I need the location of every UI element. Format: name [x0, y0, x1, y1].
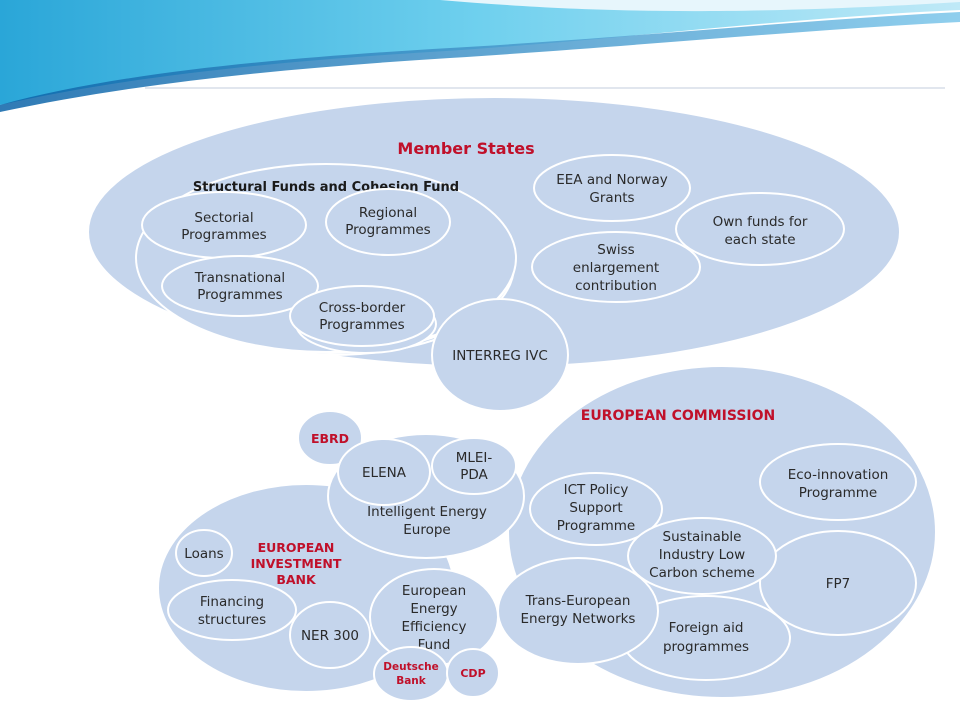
ebrd-label: EBRD: [311, 431, 349, 446]
mlei-pda-label: MLEI-PDA: [456, 450, 493, 483]
sustainable-industry-bubble: [627, 517, 777, 595]
ebrd-bubble: [297, 410, 363, 466]
header-wave: [0, 0, 960, 112]
swiss-bubble: [531, 231, 701, 303]
ner300-bubble: [289, 601, 371, 669]
commission-title: EUROPEAN COMMISSION: [581, 408, 775, 424]
loans-bubble: [175, 529, 233, 577]
fp7-label: FP7: [826, 576, 851, 592]
eea-norway-bubble: [533, 154, 691, 222]
fp7-bubble: [759, 530, 917, 636]
mlei-pda-bubble: [431, 437, 517, 495]
loans-label: Loans: [184, 546, 223, 562]
regional-bubble: [325, 188, 451, 256]
member-states-title: Member States: [397, 139, 534, 158]
own-funds-bubble: [675, 192, 845, 266]
interreg-bubble: [431, 298, 569, 412]
ict-bubble: [529, 472, 663, 546]
deutsche-bank-bubble: [373, 646, 449, 702]
cdp-bubble: [446, 648, 500, 698]
financing-bubble: [167, 579, 297, 641]
cross-border-bubble: [289, 285, 435, 347]
elena-label: ELENA: [362, 465, 407, 481]
ner300-label: NER 300: [301, 628, 359, 644]
elena-bubble: [337, 438, 431, 506]
interreg-label: INTERREG IVC: [452, 348, 548, 364]
member-states-group: Member States Structural Funds and Cohes…: [87, 96, 901, 368]
eco-innovation-bubble: [759, 443, 917, 521]
transnational-bubble: [161, 255, 319, 317]
cdp-label: CDP: [460, 667, 485, 680]
